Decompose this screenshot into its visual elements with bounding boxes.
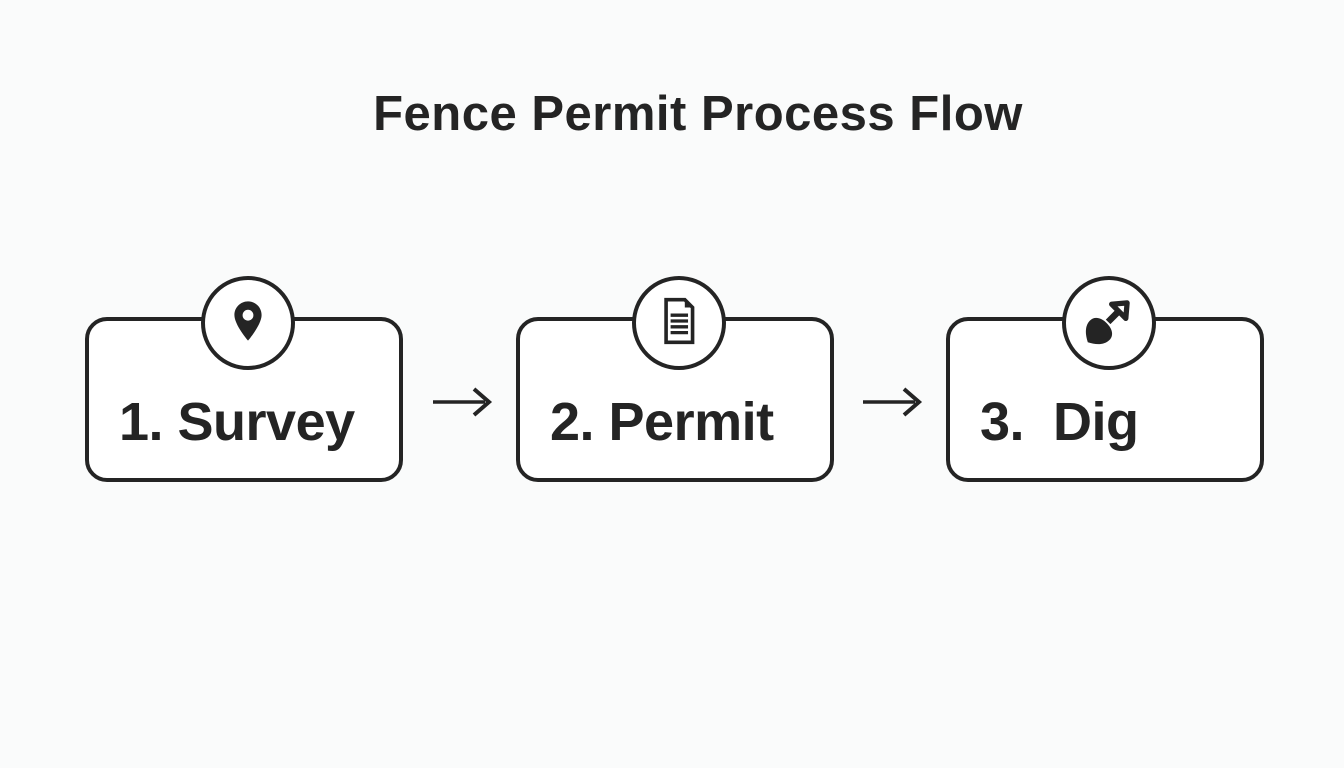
shovel-icon — [1079, 291, 1139, 356]
step-badge-survey — [201, 276, 295, 370]
step-badge-dig — [1062, 276, 1156, 370]
page-title: Fence Permit Process Flow — [373, 87, 1023, 141]
step-badge-permit — [632, 276, 726, 370]
step-label-dig: 3. Dig — [980, 392, 1139, 452]
step-label-permit: 2. Permit — [550, 392, 774, 452]
map-pin-icon — [224, 297, 272, 350]
arrow-right-icon — [862, 382, 924, 422]
step-box-dig: 3. Dig — [946, 276, 1264, 482]
step-box-permit: 2. Permit — [516, 276, 834, 482]
document-icon — [648, 290, 710, 357]
arrow-right-icon — [432, 382, 494, 422]
step-label-survey: 1. Survey — [119, 392, 355, 452]
step-box-survey: 1. Survey — [85, 276, 403, 482]
